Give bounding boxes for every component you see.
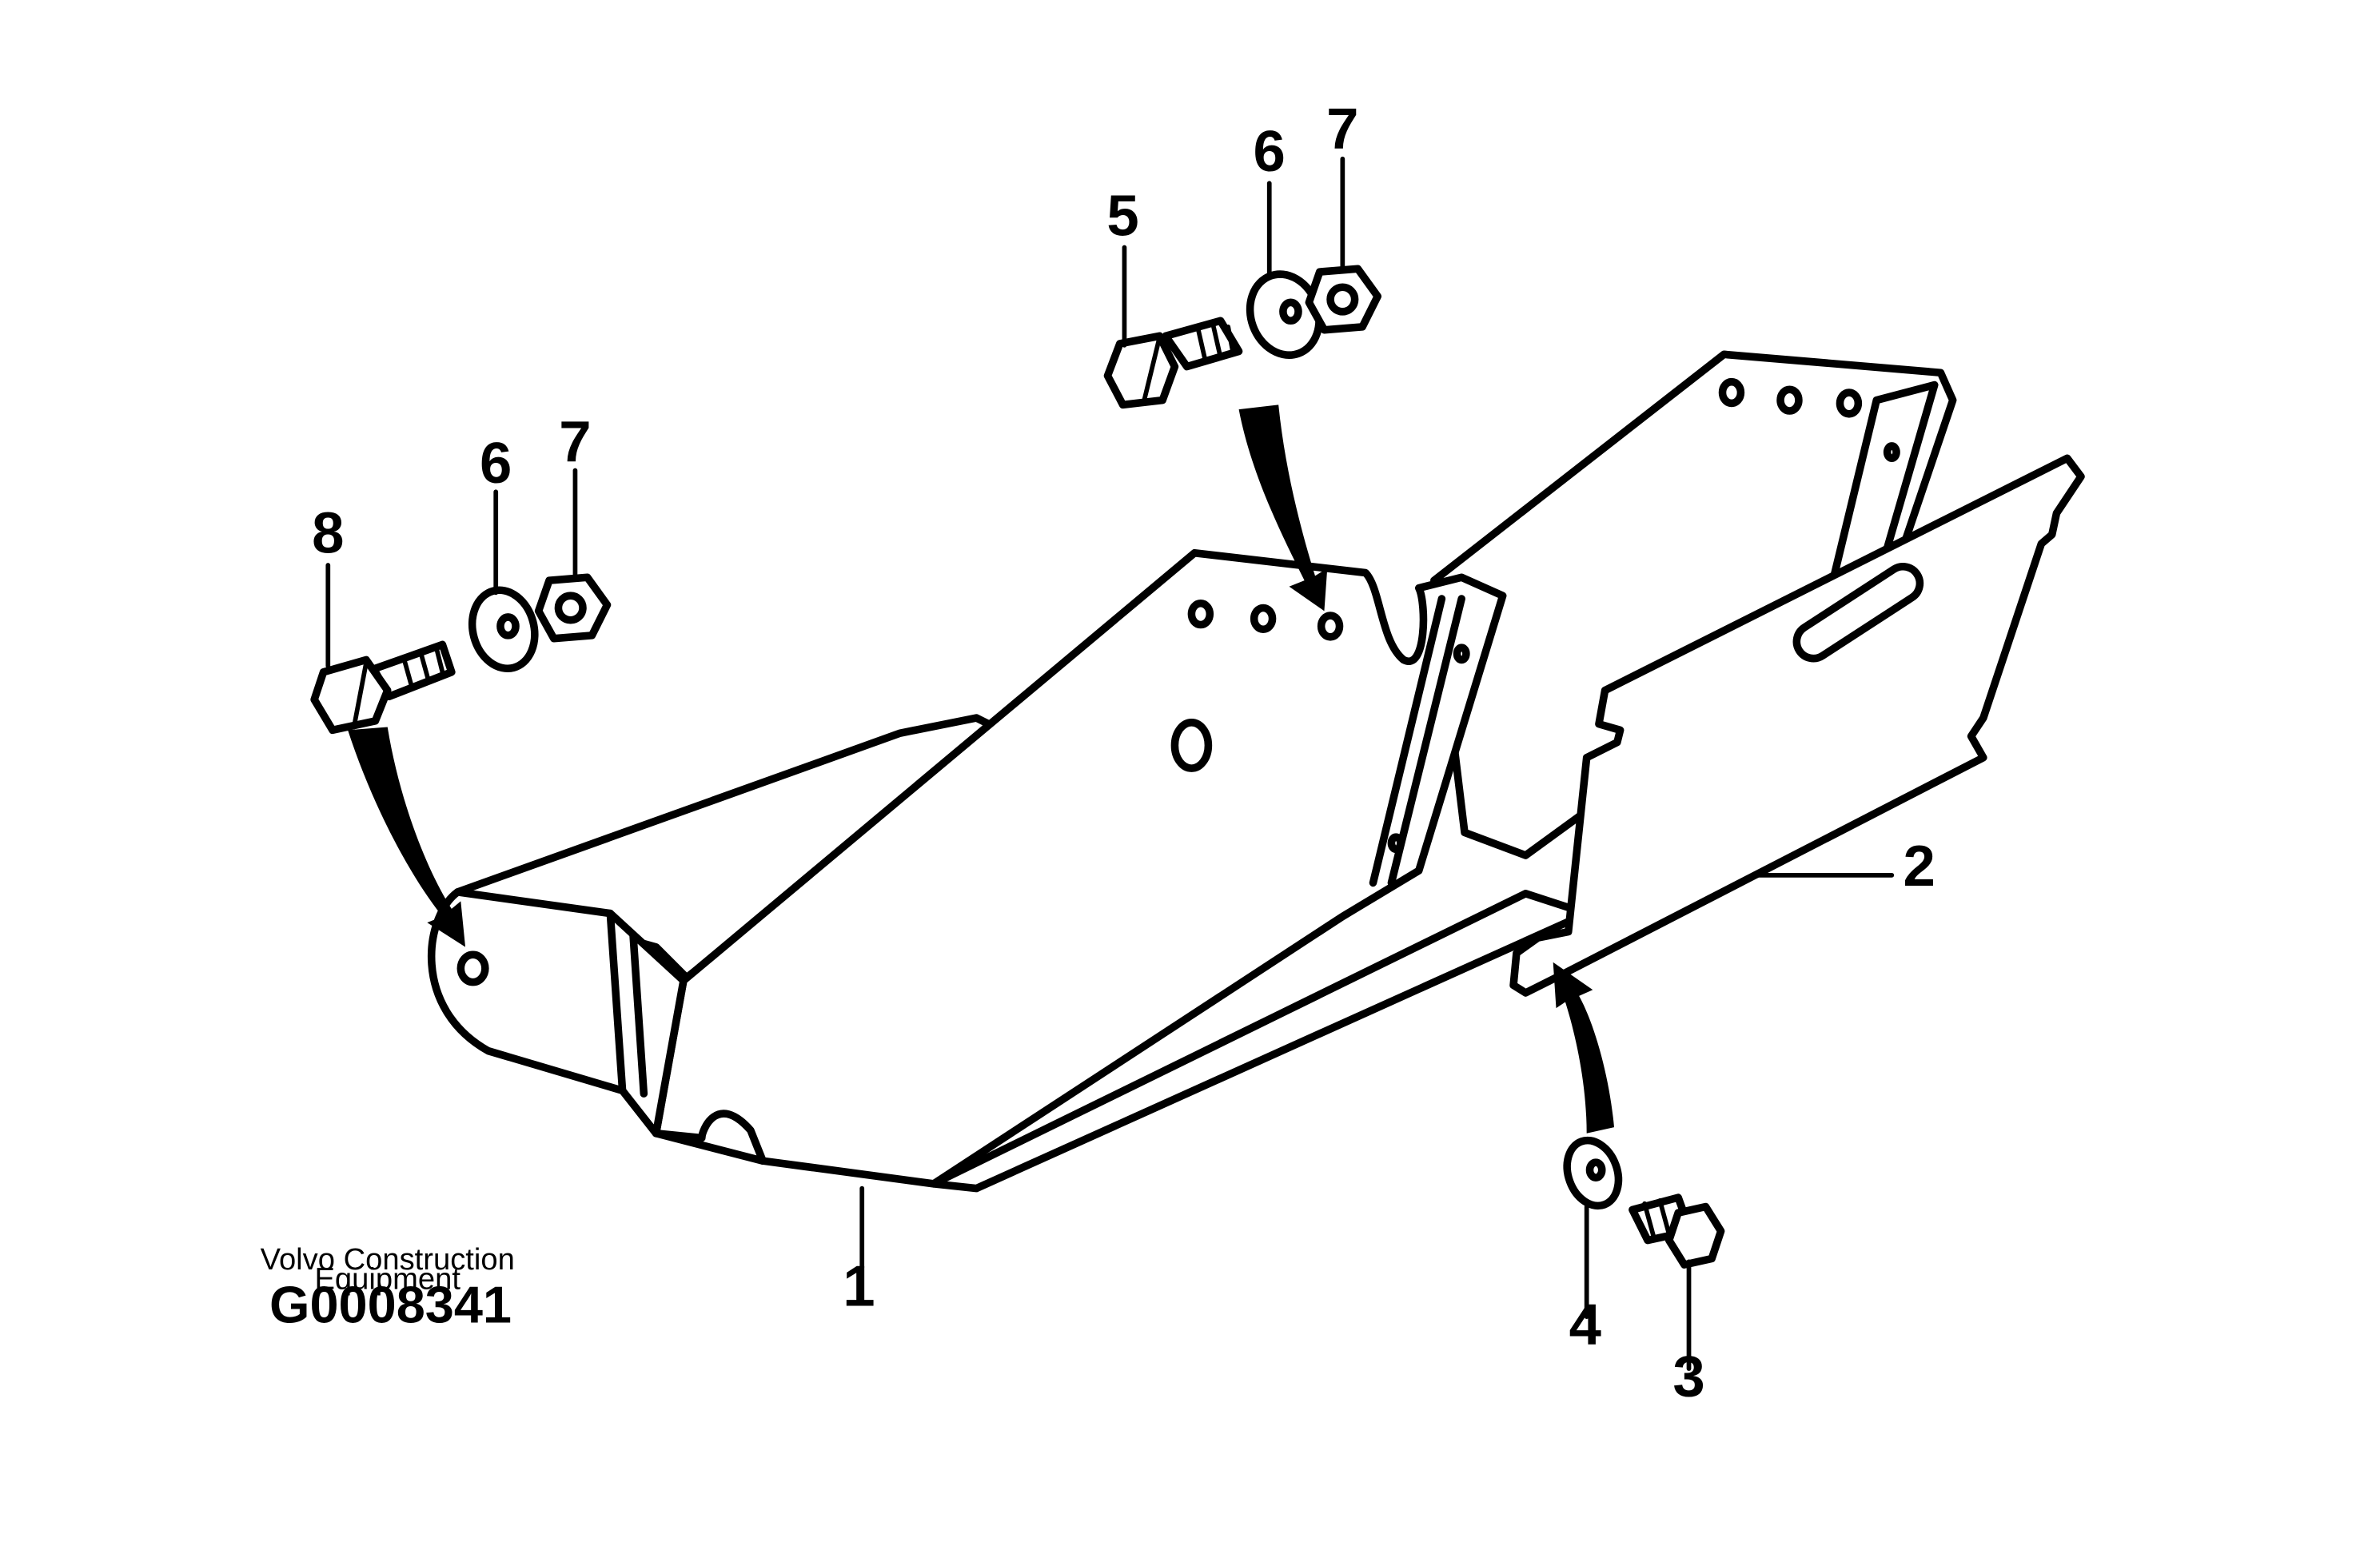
bolt-8	[310, 640, 456, 735]
callout-2: 2	[1904, 834, 1935, 899]
callout-6-right: 6	[1254, 119, 1286, 184]
callout-numbers: 1 2 3 4 5 6 7 6 7 8	[312, 96, 1935, 1409]
main-bracket	[427, 350, 1957, 1270]
washer-6-left	[468, 586, 539, 673]
cover-plate	[1509, 454, 2085, 997]
callout-6-left: 6	[480, 431, 512, 496]
bolt-5	[1103, 317, 1243, 409]
credit-block: Volvo Construction Equipment G0008341	[261, 1242, 515, 1334]
credit-line-1: Volvo Construction	[261, 1242, 515, 1277]
washer-4	[1563, 1136, 1623, 1210]
callout-5: 5	[1106, 183, 1138, 248]
callout-1: 1	[843, 1254, 875, 1319]
nut-7-left	[534, 573, 612, 643]
callout-8: 8	[312, 501, 344, 566]
nut-7	[1305, 265, 1381, 334]
bolt-3	[1629, 1193, 1725, 1269]
callout-4: 4	[1569, 1292, 1601, 1357]
callout-7-left: 7	[559, 409, 591, 474]
callout-7-right: 7	[1326, 96, 1358, 161]
drawing-code: G0008341	[269, 1276, 512, 1334]
leader-lines	[325, 156, 1692, 1371]
assembly-arrows	[348, 404, 1615, 1134]
credit-line-2: Equipment	[314, 1262, 460, 1297]
callout-3: 3	[1672, 1344, 1704, 1409]
